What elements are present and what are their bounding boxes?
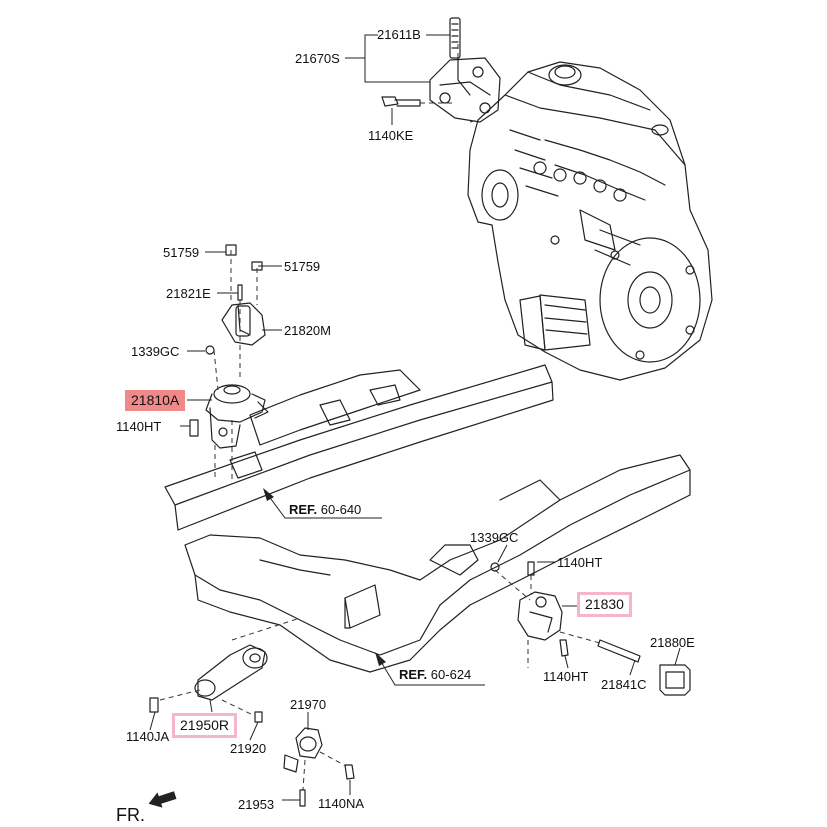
subframe	[184, 454, 691, 673]
label-1140KE[interactable]: 1140KE	[368, 128, 414, 143]
label-1339GC-lower[interactable]: 1339GC	[470, 530, 519, 545]
label-21830-related[interactable]: 21830	[577, 592, 632, 617]
ref1-code: 60-640	[320, 502, 362, 517]
side-member	[164, 364, 554, 531]
ref1-prefix: REF.	[289, 502, 318, 517]
roll-rod-21950R	[149, 644, 268, 723]
label-21953[interactable]: 21953	[238, 797, 275, 812]
label-21880E[interactable]: 21880E	[650, 635, 695, 650]
ref-60-640[interactable]: REF. 60-640	[289, 502, 361, 517]
label-21920[interactable]: 21920	[230, 741, 267, 756]
engine-mount-21810A	[189, 384, 269, 449]
label-1140HT-lower-right[interactable]: 1140HT	[543, 669, 589, 684]
label-1140HT-left[interactable]: 1140HT	[116, 419, 162, 434]
label-1140HT-upper-right[interactable]: 1140HT	[557, 555, 603, 570]
label-1140NA[interactable]: 1140NA	[318, 796, 365, 811]
label-21810A-selected[interactable]: 21810A	[125, 390, 186, 411]
label-1140JA[interactable]: 1140JA	[126, 729, 170, 744]
ref2-code: 60-624	[430, 667, 472, 682]
bracket-21670S	[381, 17, 501, 123]
front-direction-label: FR.	[116, 805, 145, 825]
label-21841C[interactable]: 21841C	[601, 677, 647, 692]
transmission-mount-21830	[490, 561, 691, 696]
engine-block	[467, 61, 713, 381]
ref-60-624[interactable]: REF. 60-624	[399, 667, 471, 682]
label-21970[interactable]: 21970	[290, 697, 327, 712]
ref2-prefix: REF.	[399, 667, 428, 682]
label-21821E[interactable]: 21821E	[166, 286, 211, 301]
label-21820M[interactable]: 21820M	[284, 323, 331, 338]
label-51759-right[interactable]: 51759	[284, 259, 321, 274]
label-51759-left[interactable]: 51759	[163, 245, 200, 260]
label-21670S[interactable]: 21670S	[295, 51, 340, 66]
label-21611B[interactable]: 21611B	[377, 27, 421, 42]
engine-mount-21820M	[205, 244, 266, 355]
label-21950R-related[interactable]: 21950R	[172, 713, 238, 738]
label-1339GC-upper[interactable]: 1339GC	[131, 344, 180, 359]
bracket-21970	[283, 727, 355, 807]
